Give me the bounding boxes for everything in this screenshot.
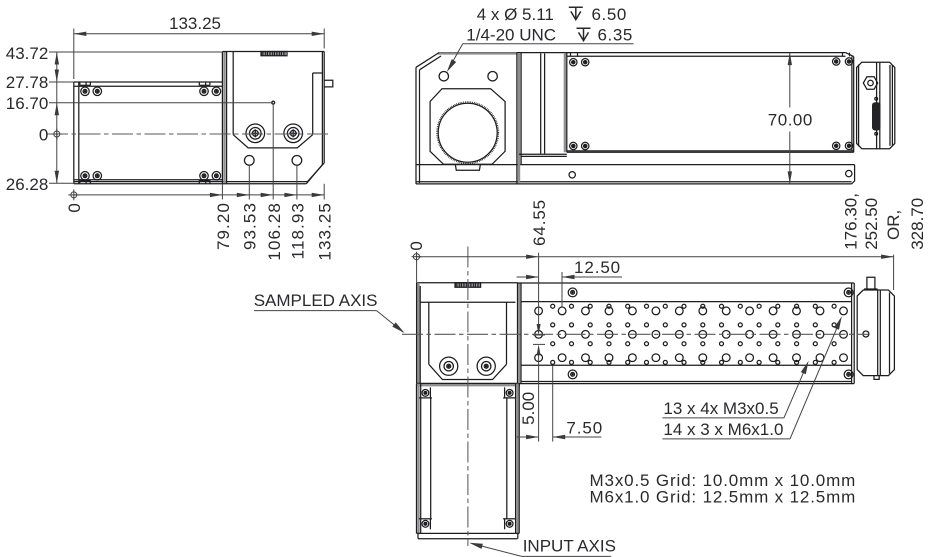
svg-text:M6x1.0 Grid: 12.5mm x 12.5mm: M6x1.0 Grid: 12.5mm x 12.5mm xyxy=(590,488,857,507)
svg-text:27.78: 27.78 xyxy=(6,73,49,92)
svg-text:106.28: 106.28 xyxy=(265,202,284,261)
svg-text:64.55: 64.55 xyxy=(530,199,549,246)
svg-text:0: 0 xyxy=(65,202,84,213)
svg-text:12.50: 12.50 xyxy=(574,258,621,277)
svg-text:1/4-20 UNC: 1/4-20 UNC xyxy=(466,25,556,44)
svg-text:328.70: 328.70 xyxy=(908,198,927,250)
svg-text:26.28: 26.28 xyxy=(6,175,49,194)
svg-text:13 x 4x M3x0.5: 13 x 4x M3x0.5 xyxy=(663,399,778,418)
svg-text:SAMPLED AXIS: SAMPLED AXIS xyxy=(254,291,378,310)
svg-text:252.50: 252.50 xyxy=(862,198,881,250)
svg-text:118.93: 118.93 xyxy=(289,202,308,259)
svg-text:5.00: 5.00 xyxy=(519,392,538,425)
svg-text:133.25: 133.25 xyxy=(169,14,221,33)
svg-text:133.25: 133.25 xyxy=(316,202,335,261)
svg-text:7.50: 7.50 xyxy=(566,418,603,437)
svg-text:176.30,: 176.30, xyxy=(841,193,860,250)
svg-text:43.72: 43.72 xyxy=(6,44,49,63)
svg-text:M3x0.5 Grid: 10.0mm x 10.0mm: M3x0.5 Grid: 10.0mm x 10.0mm xyxy=(590,471,857,490)
svg-text:93.53: 93.53 xyxy=(241,202,260,250)
svg-text:4 x Ø 5.11: 4 x Ø 5.11 xyxy=(477,5,554,24)
svg-text:0: 0 xyxy=(39,126,48,145)
svg-text:70.00: 70.00 xyxy=(768,111,813,130)
svg-text:0: 0 xyxy=(407,241,426,250)
svg-text:INPUT AXIS: INPUT AXIS xyxy=(523,537,616,556)
svg-text:16.70: 16.70 xyxy=(6,94,49,113)
svg-text:79.20: 79.20 xyxy=(214,202,233,250)
svg-text:OR,: OR, xyxy=(884,210,903,240)
svg-text:6.50: 6.50 xyxy=(592,5,628,24)
svg-text:14 x 3 x M6x1.0: 14 x 3 x M6x1.0 xyxy=(663,420,783,439)
svg-text:6.35: 6.35 xyxy=(598,25,634,44)
